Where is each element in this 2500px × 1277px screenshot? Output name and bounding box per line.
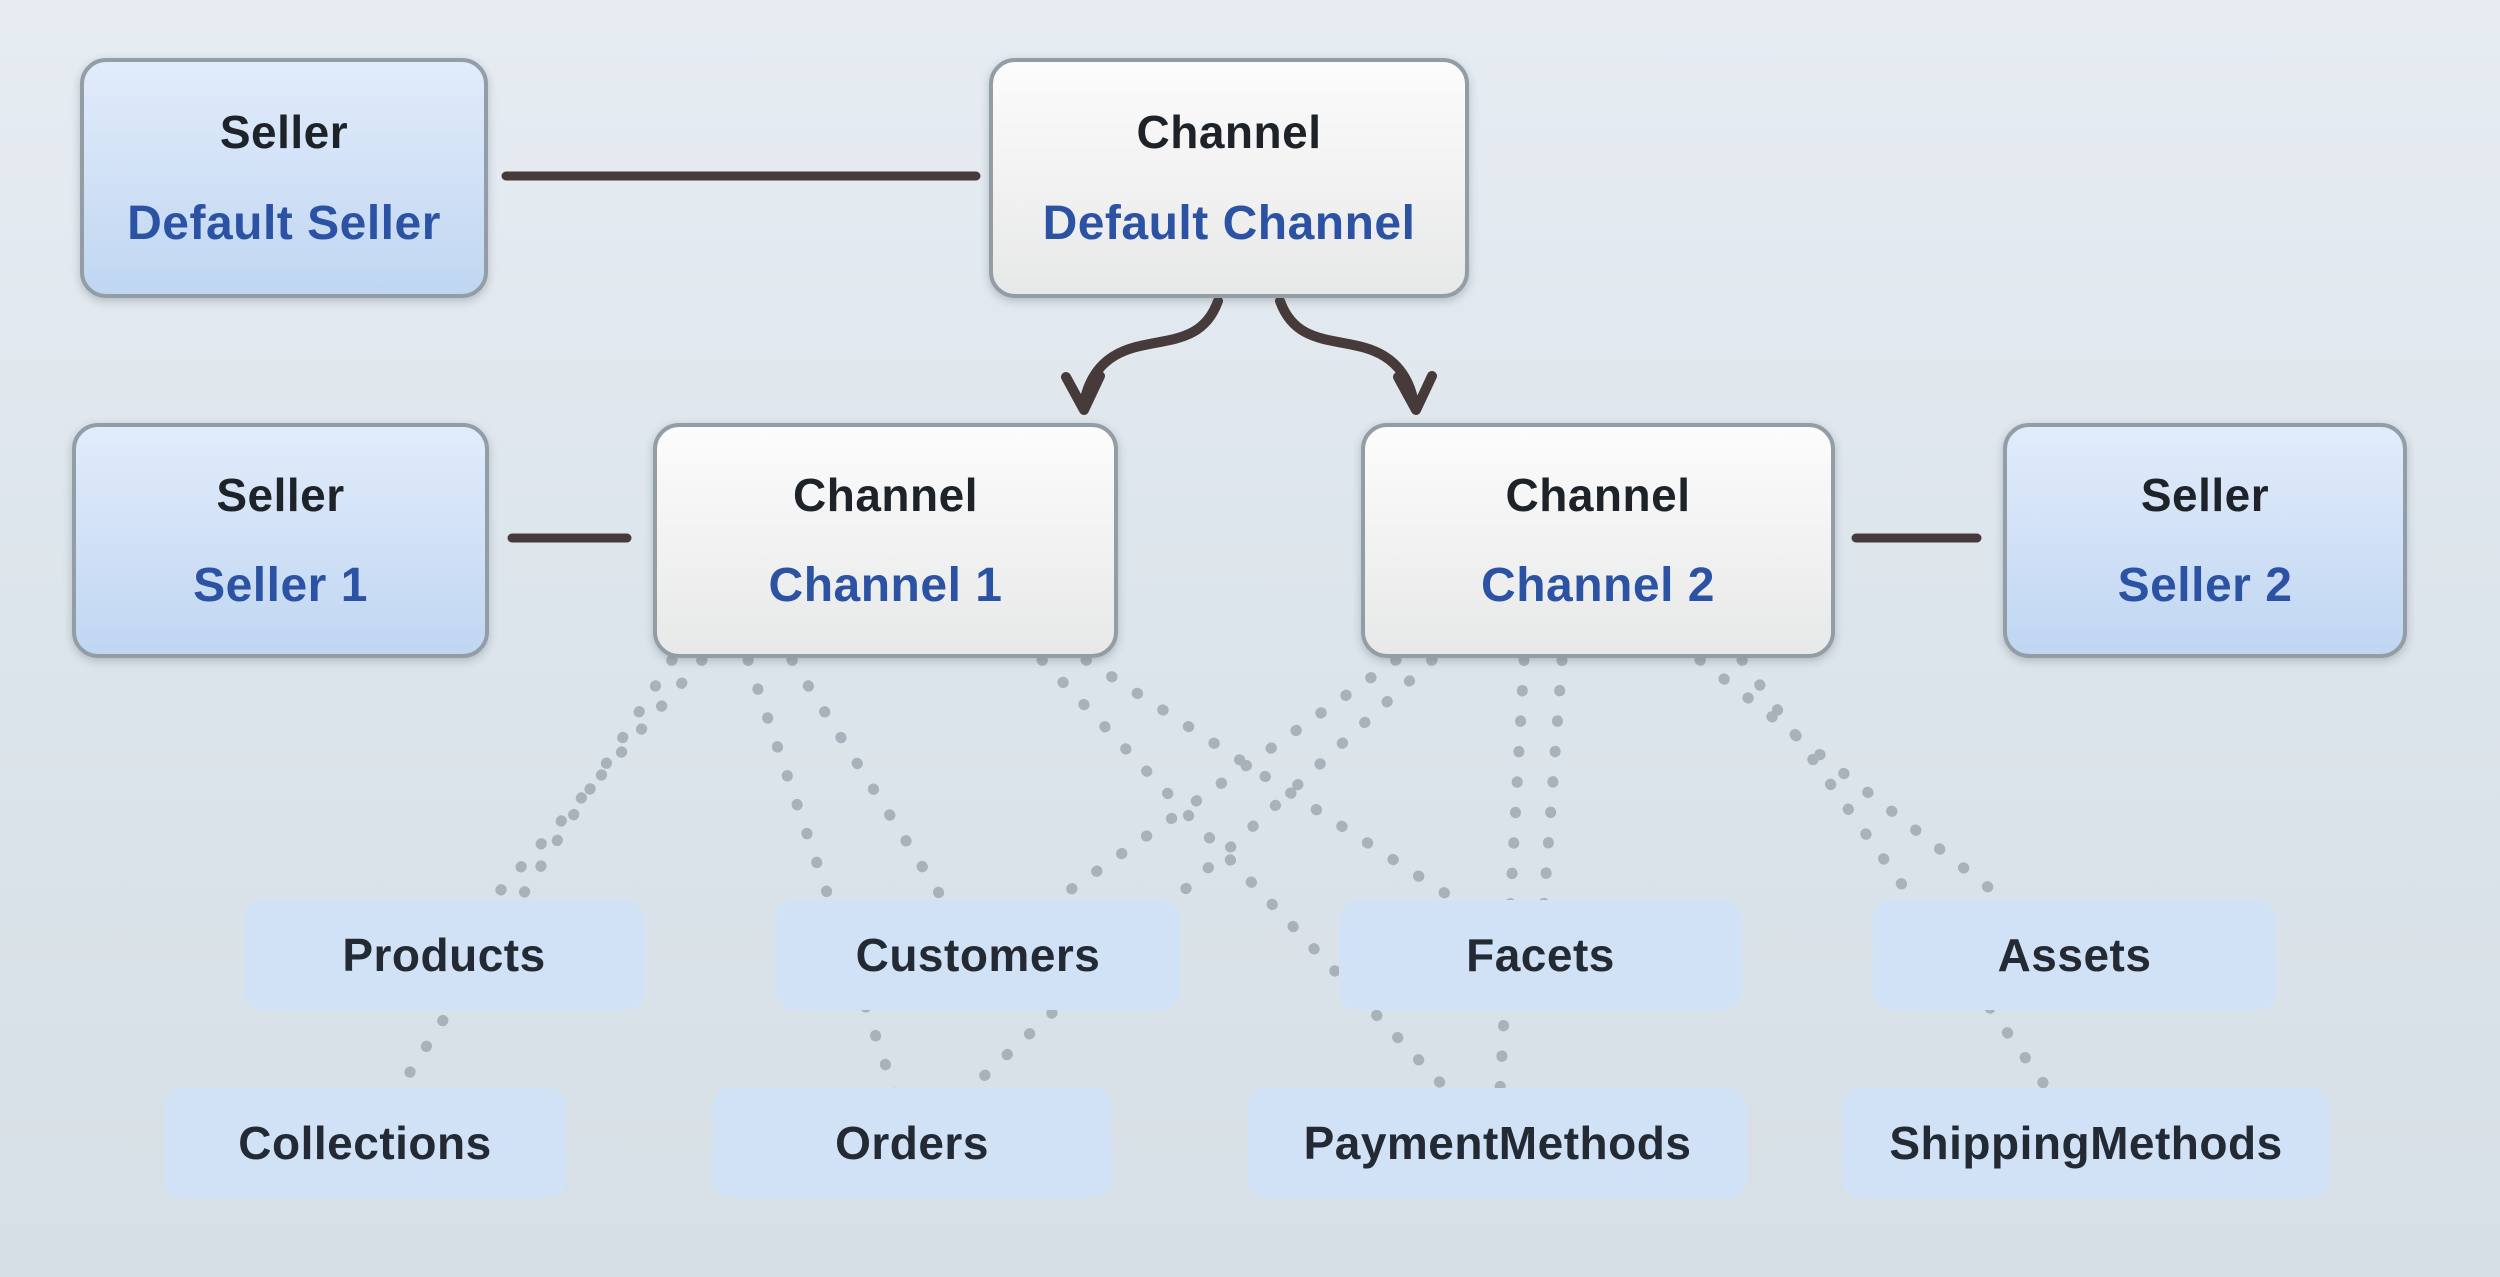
node-title: Channel	[1136, 106, 1322, 158]
node-subtitle: Seller 1	[193, 558, 368, 612]
entity-facets: Facets	[1339, 900, 1742, 1010]
node-subtitle: Seller 2	[2117, 558, 2293, 612]
edge-channel1-orders	[742, 654, 918, 1149]
arrowhead-channel2-icon	[1393, 371, 1437, 415]
node-subtitle: Channel 1	[768, 558, 1003, 612]
edge-channel1-products	[438, 654, 708, 961]
edge-channel2-orders	[906, 654, 1438, 1149]
entity-collections: Collections	[164, 1088, 566, 1198]
node-title: Seller	[219, 106, 349, 158]
edge-channel1-payment-methods	[1036, 654, 1503, 1149]
entity-customers: Customers	[776, 900, 1180, 1010]
node-subtitle: Channel 2	[1481, 558, 1715, 612]
node-seller-2: Seller Seller 2	[2003, 423, 2407, 658]
node-default-seller: Seller Default Seller	[80, 58, 488, 298]
edge-channel1-facets	[1080, 654, 1546, 961]
node-title: Seller	[216, 469, 345, 522]
entity-shipping-methods: ShippingMethods	[1842, 1088, 2330, 1198]
node-channel-2: Channel Channel 2	[1361, 423, 1835, 658]
edge-channel1-collections	[359, 654, 678, 1149]
entity-orders: Orders	[713, 1088, 1111, 1198]
node-channel-1: Channel Channel 1	[653, 423, 1118, 658]
arrow-default-channel-to-channel2	[1275, 296, 1419, 409]
arrowhead-channel1-icon	[1061, 371, 1105, 415]
node-title: Channel	[793, 469, 978, 522]
entity-payment-methods: PaymentMethods	[1248, 1088, 1747, 1198]
node-default-channel: Channel Default Channel	[989, 58, 1469, 298]
entity-products: Products	[243, 900, 645, 1010]
node-subtitle: Default Seller	[127, 197, 441, 250]
entity-assets: Assets	[1873, 900, 2276, 1010]
node-title: Seller	[2140, 469, 2270, 522]
arrow-default-channel-to-channel1	[1079, 296, 1223, 409]
node-seller-1: Seller Seller 1	[72, 423, 489, 658]
edge-channel1-customers	[786, 654, 984, 961]
node-subtitle: Default Channel	[1042, 197, 1416, 250]
node-title: Channel	[1505, 469, 1691, 522]
